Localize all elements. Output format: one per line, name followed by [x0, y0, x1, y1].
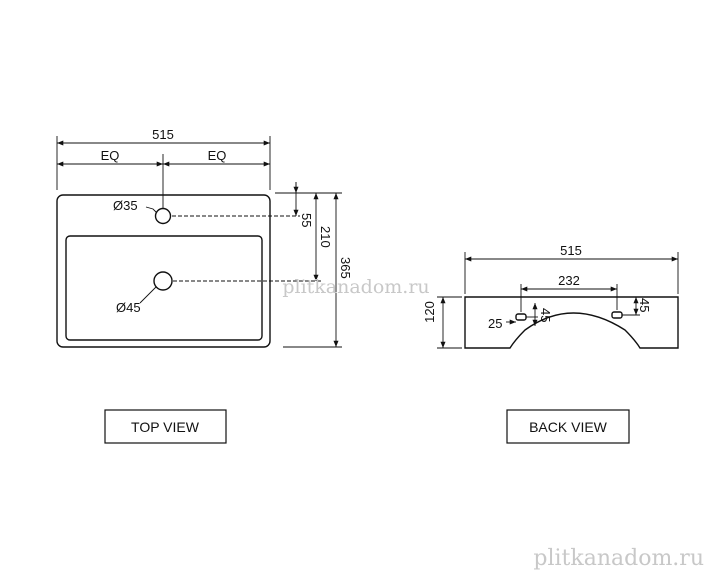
drain-hole — [153, 271, 173, 291]
back-dim-120: 120 — [422, 301, 437, 323]
drain-hole-label: Ø45 — [116, 300, 141, 315]
back-dim-515: 515 — [560, 243, 582, 258]
back-dim-25: 25 — [488, 316, 502, 331]
watermark-bottom: plitkanadom.ru — [533, 546, 704, 571]
back-view-dimensions — [437, 252, 679, 349]
top-view-label-box — [104, 409, 227, 444]
dim-365-label: 365 — [338, 257, 353, 279]
back-view-label-box — [506, 409, 630, 444]
back-view-label: BACK VIEW — [529, 419, 608, 435]
dim-210-label: 210 — [318, 226, 333, 248]
basin-bowl — [65, 235, 263, 341]
dim-515-top: 515 — [152, 127, 174, 142]
top-view-drawing — [56, 194, 271, 348]
dim-55-label: 55 — [299, 213, 314, 227]
tap-hole-label: Ø35 — [113, 198, 138, 213]
top-view-dimensions — [56, 136, 342, 348]
dim-eq-right: EQ — [208, 148, 227, 163]
basin-outline — [56, 194, 271, 348]
back-dim-232: 232 — [558, 273, 580, 288]
watermark-center: plitkanadom.ru — [282, 276, 429, 298]
back-hole-left — [515, 313, 527, 321]
top-view-label: TOP VIEW — [131, 419, 200, 435]
back-dim-left-45: 45 — [538, 308, 553, 322]
tap-hole — [154, 207, 172, 225]
tap-leader — [145, 206, 158, 214]
back-dim-right-45: 45 — [637, 298, 652, 312]
back-view-outline — [464, 296, 679, 349]
drain-leader — [139, 286, 157, 304]
back-hole-right — [611, 311, 623, 319]
dim-eq-left: EQ — [101, 148, 120, 163]
